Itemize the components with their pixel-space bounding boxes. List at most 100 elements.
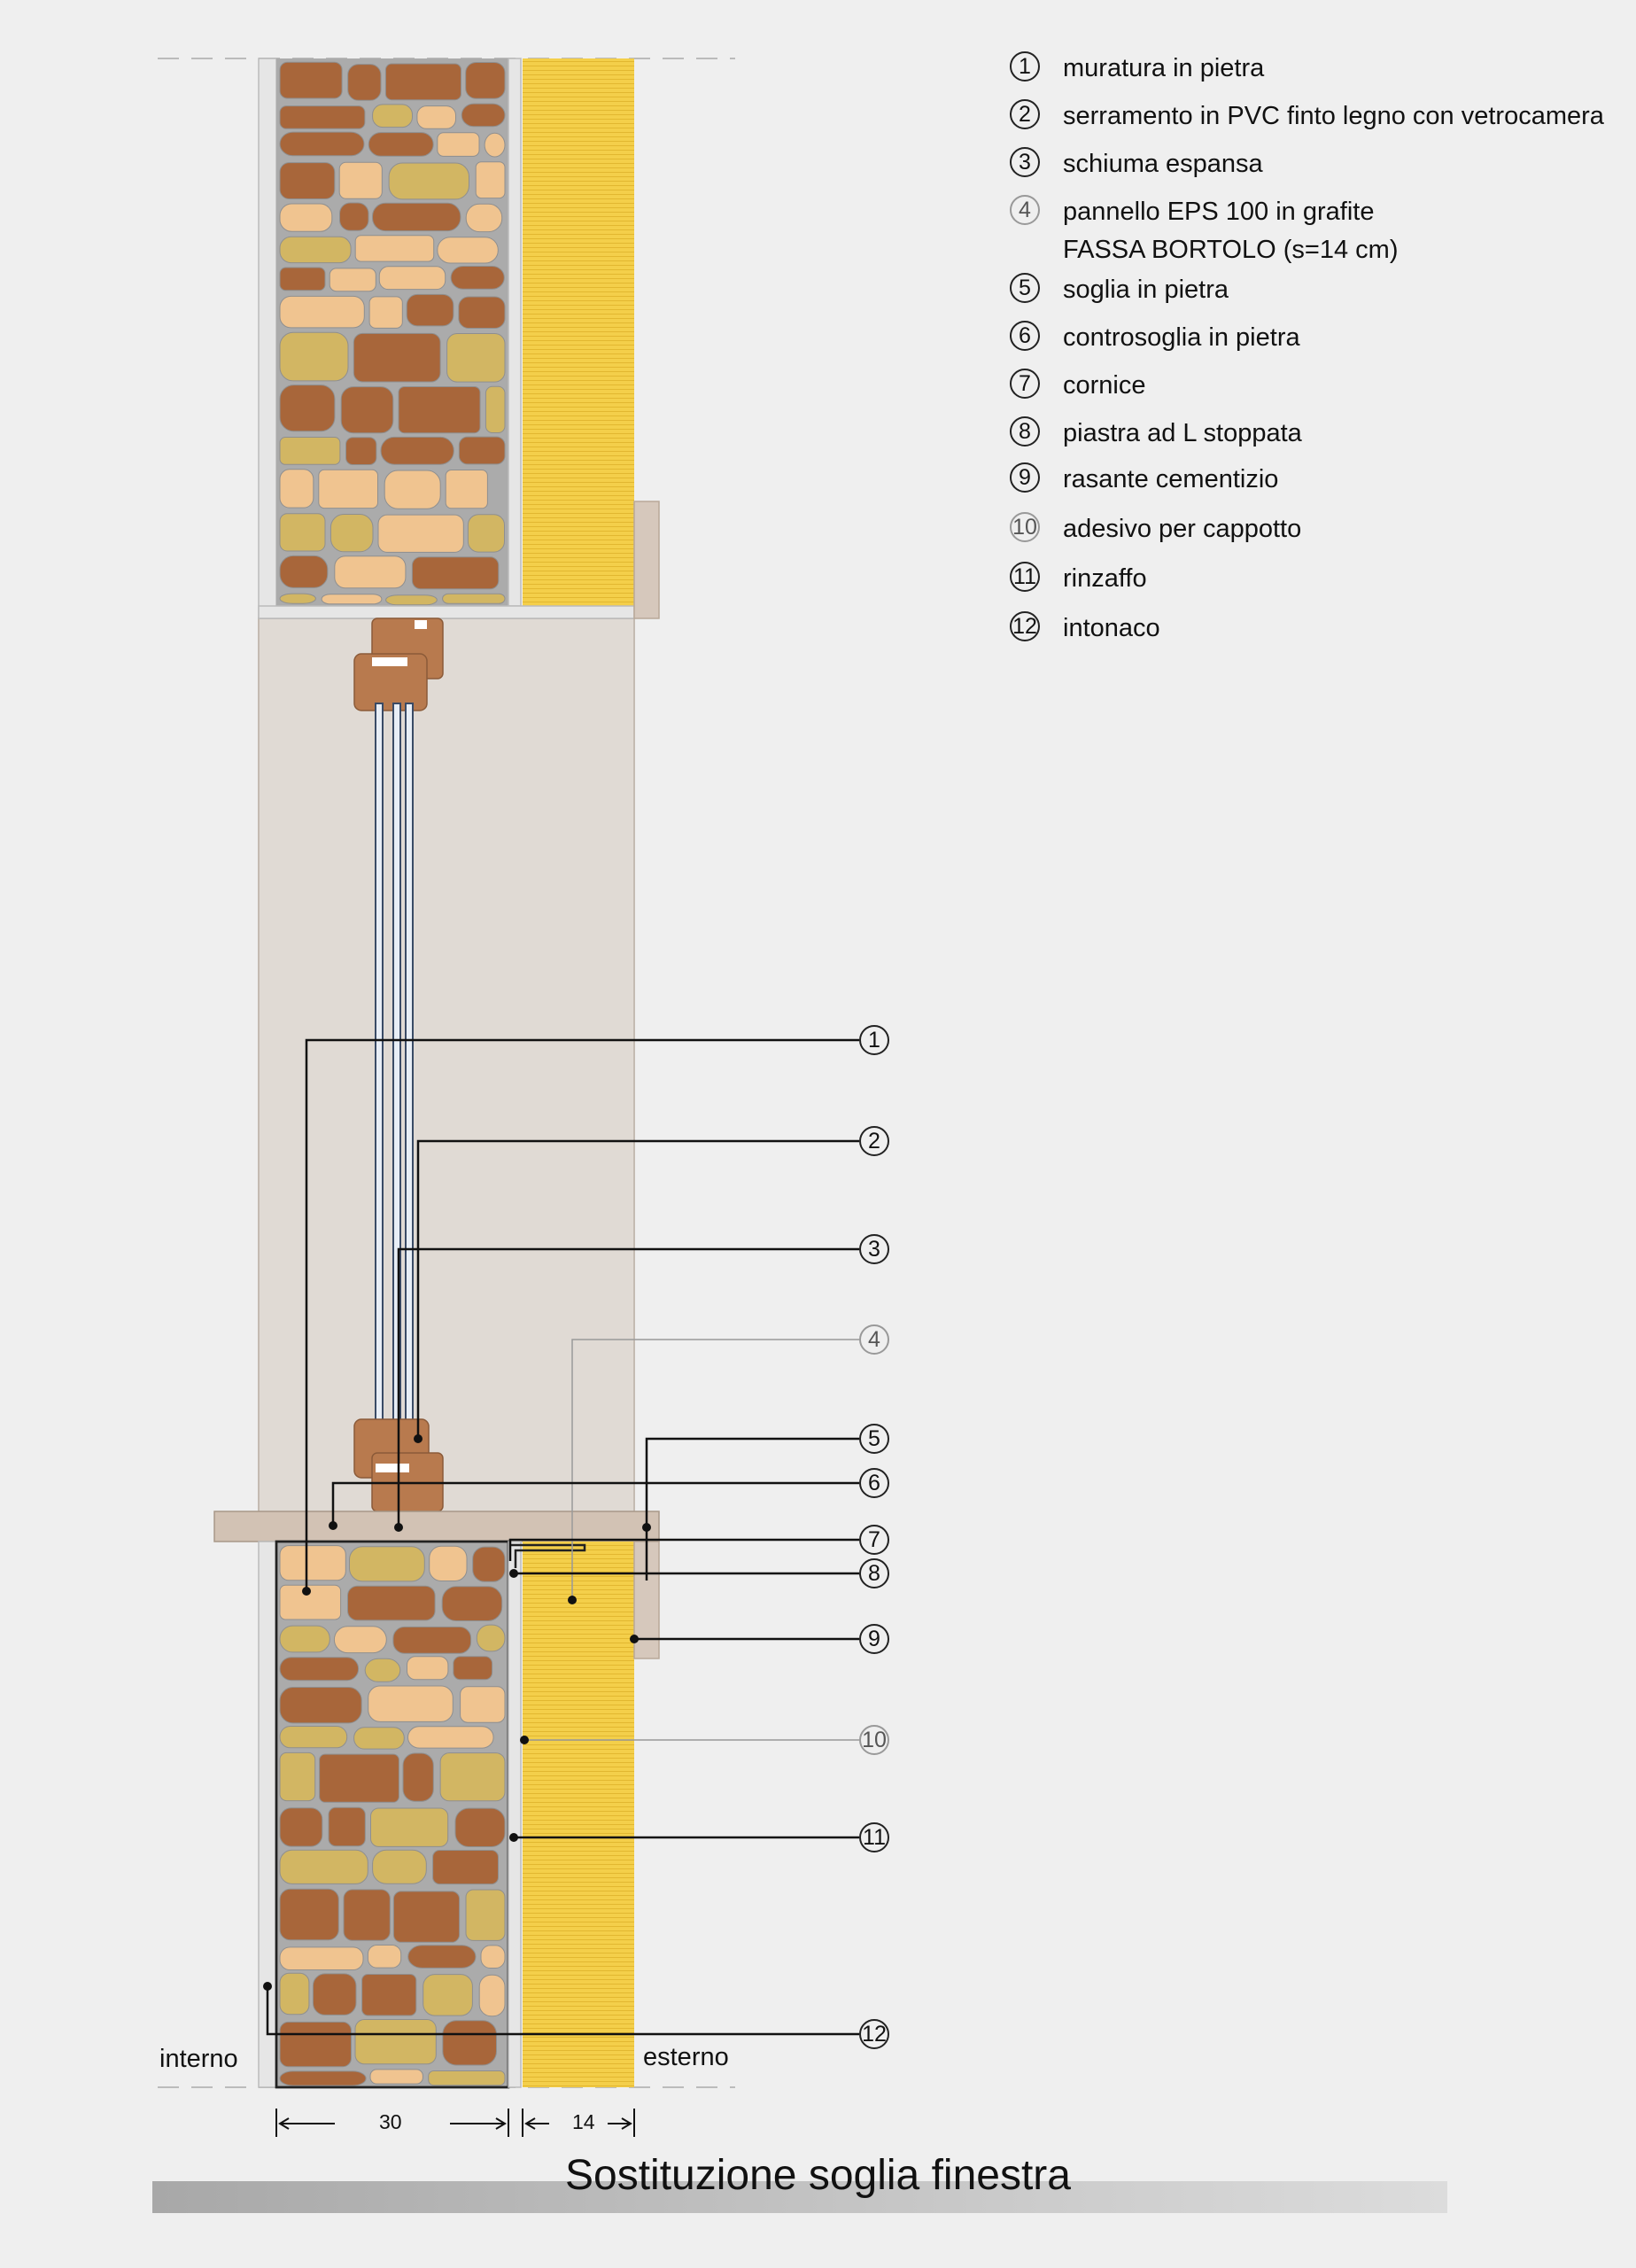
leader-dot-2: [414, 1434, 423, 1443]
stone: [446, 333, 506, 383]
stone: [485, 385, 506, 433]
stone: [392, 1891, 461, 1943]
stone: [458, 436, 506, 465]
upper-plaster-interior: [258, 58, 277, 619]
stone: [279, 469, 314, 509]
leader-dot-9: [630, 1635, 639, 1643]
title-bar: [152, 2181, 1447, 2213]
stone: [432, 1850, 500, 1885]
stone: [441, 1586, 503, 1622]
stone: [465, 62, 506, 99]
stone: [370, 1807, 449, 1847]
upper-stone-pattern: [279, 61, 506, 606]
stone: [279, 236, 352, 264]
legend-number: 4: [1010, 195, 1040, 225]
legend-number: 7: [1010, 369, 1040, 399]
stone: [423, 1974, 473, 2016]
stone: [329, 268, 376, 292]
stone: [437, 132, 480, 157]
dimension-insulation: 14: [572, 2110, 595, 2133]
legend-item: 2 serramento in PVC finto legno con vetro…: [1010, 97, 1604, 136]
scratch-coat: [508, 1541, 522, 2088]
label-exterior: esterno: [643, 2043, 729, 2071]
stone: [279, 555, 329, 588]
stone: [354, 235, 435, 262]
stone: [378, 266, 446, 291]
stone: [439, 1752, 506, 1802]
stone: [407, 1656, 449, 1681]
legend-text: piastra ad L stoppata: [1063, 419, 1302, 447]
stone: [279, 105, 366, 129]
stone: [372, 202, 461, 232]
stone: [279, 1751, 316, 1802]
legend-text: adesivo per cappotto: [1063, 515, 1302, 543]
stone: [279, 1625, 330, 1653]
leader-line-5: [645, 1437, 859, 1527]
callout-11: 11: [859, 1822, 889, 1852]
stone: [353, 332, 441, 383]
legend-text: intonaco: [1063, 614, 1160, 642]
stone: [279, 1687, 362, 1724]
stone: [398, 386, 481, 434]
stone: [368, 132, 434, 157]
legend-number: 10: [1010, 512, 1040, 542]
leader-dot-6: [329, 1521, 337, 1530]
legend-number: 2: [1010, 99, 1040, 129]
leader-line-4: [571, 1339, 859, 1600]
stone: [364, 1658, 401, 1682]
callout-5: 5: [859, 1424, 889, 1454]
legend-item: 10 adesivo per cappotto: [1010, 510, 1301, 549]
legend-number: 9: [1010, 462, 1040, 493]
stone: [484, 132, 506, 158]
legend-text: pannello EPS 100 in grafite FASSA BORTOL…: [1063, 198, 1399, 264]
stone: [384, 63, 461, 101]
stone: [318, 469, 378, 509]
leader-line-3: [397, 1247, 859, 1527]
legend-number: 6: [1010, 321, 1040, 351]
stone: [472, 1546, 506, 1582]
stone: [279, 437, 341, 465]
stone: [458, 296, 506, 329]
leader-dot-10: [520, 1736, 529, 1744]
stone: [411, 556, 500, 590]
stone: [377, 514, 464, 553]
stone: [279, 1946, 364, 1970]
stone: [416, 105, 456, 129]
leader-lines: [263, 1038, 859, 2036]
leader-dot-1: [302, 1587, 311, 1596]
stone: [279, 1807, 323, 1847]
stone: [279, 1849, 368, 1884]
callout-12: 12: [859, 2019, 889, 2049]
stone: [279, 1972, 310, 2016]
stone: [368, 1685, 454, 1722]
stone: [388, 162, 470, 200]
stone: [428, 2070, 506, 2086]
legend-text: serramento in PVC finto legno con vetroc…: [1063, 102, 1604, 130]
window-frame-top: [353, 617, 444, 711]
lower-insulation: [523, 1542, 634, 2087]
stone: [279, 513, 326, 552]
stone: [333, 1626, 387, 1654]
leader-dot-8: [509, 1569, 518, 1578]
stone: [353, 1727, 405, 1750]
callout-4: 4: [859, 1324, 889, 1355]
callout-7: 7: [859, 1525, 889, 1555]
upper-insulation: [523, 58, 634, 606]
legend-item: 4 pannello EPS 100 in grafite FASSA BORTO…: [1010, 193, 1398, 264]
stone: [279, 1545, 346, 1581]
stone: [442, 2020, 497, 2066]
upper-render-strip: [633, 501, 660, 619]
stone: [279, 1584, 342, 1620]
l-plate: [510, 1543, 586, 1568]
leader-line-6: [331, 1481, 859, 1526]
leader-dot-11: [509, 1833, 518, 1842]
stone: [347, 64, 382, 101]
legend-text: rinzaffo: [1063, 564, 1147, 593]
leader-dot-12: [263, 1982, 272, 1991]
stone: [343, 1889, 391, 1941]
legend-number: 5: [1010, 273, 1040, 303]
